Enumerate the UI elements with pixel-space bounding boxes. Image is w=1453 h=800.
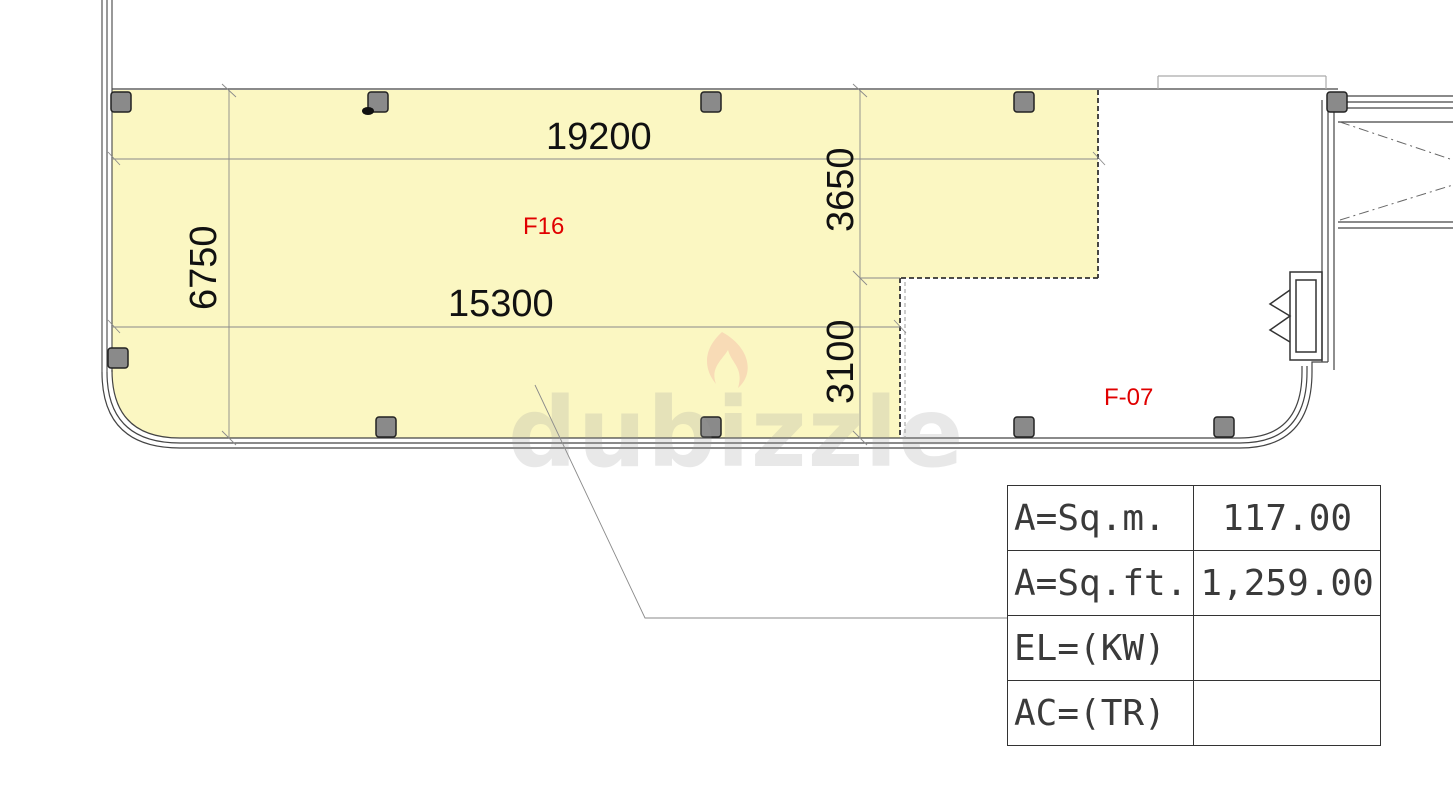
ac-tonnage-label: AC=(TR) [1006,680,1195,746]
column [700,91,722,113]
watermark-text: dubizzle [508,377,964,489]
table-row: AC=(TR) [1006,680,1381,746]
unit-label-f07: F-07 [1104,384,1153,411]
column [1013,91,1035,113]
marker-dot [362,107,374,115]
door-swing [1339,121,1453,221]
fixture [1268,271,1323,361]
dimension-lines [107,83,1106,619]
unit-label-f16: F16 [523,213,564,240]
structural-columns [107,91,1348,438]
dimension-bottom-length: 15300 [448,283,554,325]
column [367,91,389,113]
watermark: dubizzle [508,332,964,489]
area-sqft-label: A=Sq.ft. [1006,550,1195,616]
column [1013,416,1035,438]
column [107,347,129,369]
table-row: A=Sq.ft. 1,259.00 [1006,550,1381,616]
column [700,416,722,438]
unit-f16-area [112,90,1098,438]
dimension-left-depth: 6750 [183,225,225,310]
unit-partition [899,90,1099,438]
table-row: EL=(KW) [1006,615,1381,681]
area-sqm-value: 117.00 [1193,485,1381,551]
column [1213,416,1235,438]
electrical-load-label: EL=(KW) [1006,615,1195,681]
column [1326,91,1348,113]
area-table: A=Sq.m. 117.00 A=Sq.ft. 1,259.00 EL=(KW)… [1006,485,1381,746]
dimension-right-lower-depth: 3100 [820,319,862,404]
area-sqm-label: A=Sq.m. [1006,485,1195,551]
area-sqft-value: 1,259.00 [1193,550,1381,616]
electrical-load-value [1193,615,1381,681]
right-wall [1321,95,1453,370]
column [110,91,132,113]
column [375,416,397,438]
table-row: A=Sq.m. 117.00 [1006,485,1381,551]
left-wall [101,0,113,372]
top-wall [112,75,1338,90]
dimension-top-length: 19200 [546,116,652,158]
dimension-right-upper-depth: 3650 [820,147,862,232]
flame-icon [707,332,748,388]
ac-tonnage-value [1193,680,1381,746]
bottom-wall [101,361,1328,449]
